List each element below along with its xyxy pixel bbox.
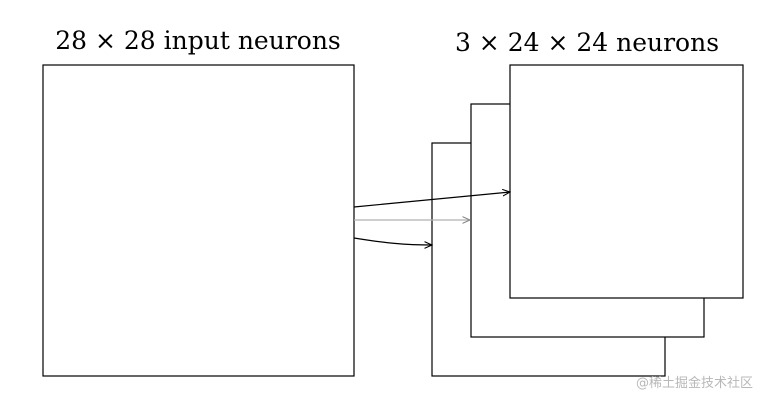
feature-maps-label: 3 × 24 × 24 neurons xyxy=(455,28,719,57)
input-layer-label: 28 × 28 input neurons xyxy=(55,26,341,55)
input-layer-box xyxy=(42,64,355,377)
feature-map-1 xyxy=(509,64,744,299)
watermark-text: @稀土掘金技术社区 xyxy=(636,375,753,391)
connection-arrow-to-map-1 xyxy=(353,192,510,208)
connection-arrow-to-map-3 xyxy=(353,237,432,245)
